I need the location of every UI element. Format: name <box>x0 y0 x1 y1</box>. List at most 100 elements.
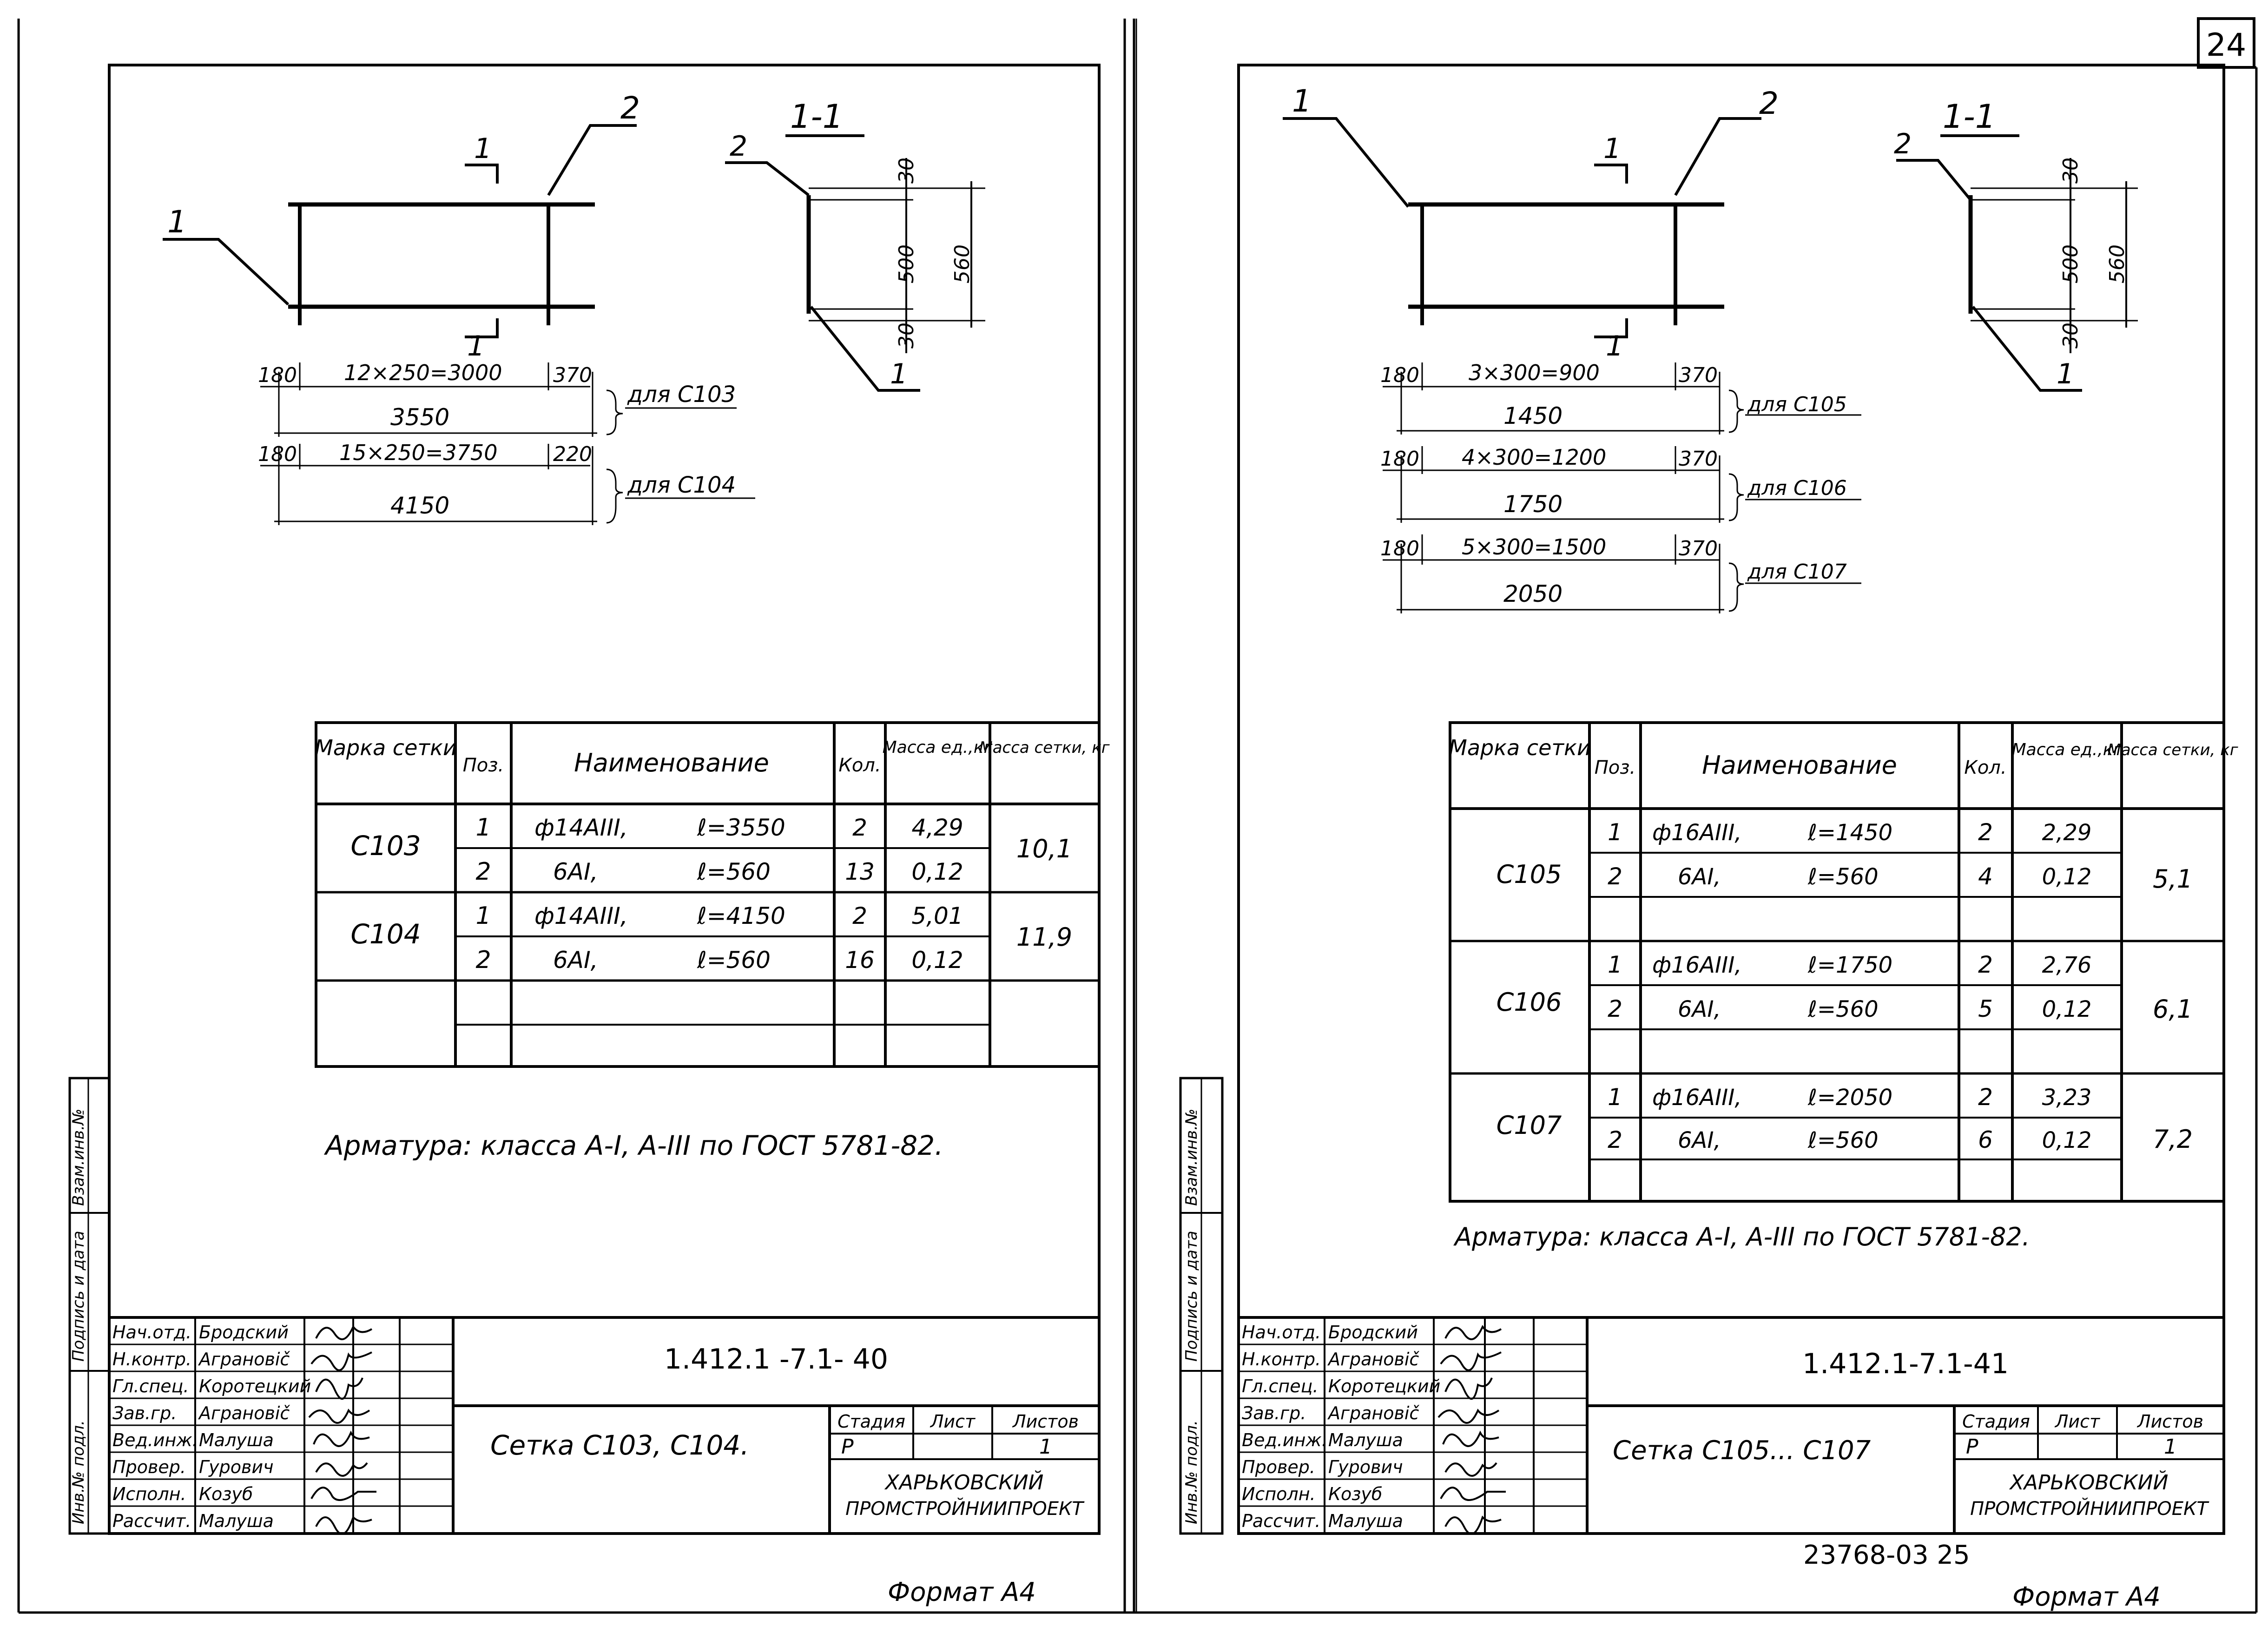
section-mark-bottom: 1 <box>467 330 485 362</box>
signature-row: Нач.отд.Бродский <box>112 1322 289 1343</box>
svg-text:6АI,: 6АI, <box>1678 1127 1721 1153</box>
svg-text:1: 1 <box>1608 819 1622 846</box>
svg-text:Бродский: Бродский <box>199 1322 289 1343</box>
signature-row: Н.контр. Аграновič <box>112 1349 290 1369</box>
signature-row: Рассчит.Малуша <box>1242 1511 1403 1531</box>
svg-text:1750: 1750 <box>1503 491 1563 518</box>
dimension-chains: 180 3×300=900 370 1450 для С105 180 4×30… <box>1380 360 1861 613</box>
side-stamp: Инв.№ подл. Подпись и дата Взам.инв.№ <box>1179 1077 1224 1535</box>
svg-text:6АI,: 6АI, <box>1678 864 1721 890</box>
svg-text:370: 370 <box>1679 537 1718 560</box>
svg-text:Малуша: Малуша <box>1328 1511 1403 1531</box>
signature-row: Провер.Гурович <box>112 1457 274 1477</box>
dim-row: 180 4×300=1200 370 1750 для С106 <box>1380 445 1861 523</box>
svg-text:5,01: 5,01 <box>911 902 963 929</box>
th-unit-mass: Масса ед.,кг <box>2012 740 2123 759</box>
table-row: 1 ф16АIII, ℓ=2050 2 3,23 <box>1608 1084 2091 1111</box>
svg-text:0,12: 0,12 <box>911 947 963 974</box>
svg-text:1: 1 <box>475 902 491 930</box>
sheet-left: Инв.№ подл. Подпись и дата Взам.инв.№ 2 … <box>17 19 1135 1614</box>
mass-c104: 11,9 <box>1016 922 1072 952</box>
svg-text:Аграновič: Аграновič <box>198 1403 290 1423</box>
svg-text:Н.контр.: Н.контр. <box>112 1349 191 1369</box>
section-mark-top: 1 <box>1603 132 1621 165</box>
mass-c103: 10,1 <box>1016 834 1072 863</box>
th-unit-mass: Масса ед.,кг <box>883 738 993 757</box>
svg-text:15×250=3750: 15×250=3750 <box>339 440 498 465</box>
svg-text:Гл.спец.: Гл.спец. <box>112 1376 189 1396</box>
svg-text:0,12: 0,12 <box>2042 864 2092 890</box>
svg-text:180: 180 <box>258 442 297 466</box>
stage-label: Стадия <box>837 1411 905 1432</box>
table-row: 2 6АI, ℓ=560 4 0,12 <box>1608 863 2091 890</box>
svg-text:Зав.гр.: Зав.гр. <box>112 1403 177 1423</box>
sec-dim-mid: 500 <box>895 244 918 283</box>
svg-text:Вед.инж.: Вед.инж. <box>112 1430 198 1450</box>
stage-label: Стадия <box>1962 1411 2030 1432</box>
svg-text:ф16АIII,: ф16АIII, <box>1652 820 1742 846</box>
svg-text:6АI,: 6АI, <box>1678 996 1721 1022</box>
svg-text:ℓ=3550: ℓ=3550 <box>697 814 785 841</box>
svg-text:Аграновič: Аграновič <box>198 1349 290 1369</box>
svg-text:180: 180 <box>1380 537 1419 560</box>
mass-c107: 7,2 <box>2153 1125 2193 1154</box>
svg-text:2: 2 <box>1978 951 1993 978</box>
svg-text:Коротецкий: Коротецкий <box>199 1376 311 1396</box>
svg-text:ℓ=560: ℓ=560 <box>1807 996 1879 1022</box>
svg-text:1: 1 <box>1608 1084 1622 1111</box>
svg-text:Исполн.: Исполн. <box>1242 1484 1316 1504</box>
svg-text:Бродский: Бродский <box>1328 1322 1418 1343</box>
svg-text:5: 5 <box>1978 995 1993 1022</box>
signature-row: Гл.спец.Коротецкий <box>1242 1376 1440 1396</box>
svg-text:370: 370 <box>553 363 592 387</box>
svg-text:2,76: 2,76 <box>2042 952 2092 978</box>
svg-text:Аграновič: Аграновič <box>1327 1403 1419 1423</box>
dim-row: 180 3×300=900 370 1450 для С105 <box>1380 360 1861 434</box>
svg-text:370: 370 <box>1679 447 1718 471</box>
svg-text:ф14АIII,: ф14АIII, <box>534 902 628 929</box>
stage-value: Р <box>841 1435 854 1459</box>
th-name: Наименование <box>574 748 769 777</box>
section-mark-top: 1 <box>474 132 492 165</box>
svg-text:для С105: для С105 <box>1747 393 1847 416</box>
format-label: Формат А4 <box>2012 1582 2161 1612</box>
sheets-value: 1 <box>1039 1435 1052 1459</box>
archive-number: 23768-03 25 <box>1803 1540 1970 1570</box>
svg-text:3550: 3550 <box>390 404 449 431</box>
th-mark: Марка сетки <box>1449 735 1591 760</box>
svg-text:ℓ=2050: ℓ=2050 <box>1807 1085 1892 1111</box>
table-row: 2 6АI, ℓ=560 13 0,12 <box>475 858 963 886</box>
sheet-label: Лист <box>930 1411 976 1432</box>
svg-text:ℓ=1450: ℓ=1450 <box>1807 820 1892 846</box>
svg-text:Гл.спец.: Гл.спец. <box>1242 1376 1319 1396</box>
svg-text:для С107: для С107 <box>1747 560 1847 584</box>
sec-dim-bot: 30 <box>895 323 918 349</box>
svg-text:4,29: 4,29 <box>911 814 963 841</box>
side-stamp-inv: Инв.№ подл. <box>1182 1420 1201 1524</box>
signature-row: Рассчит.Малуша <box>112 1511 274 1531</box>
sheets-label: Листов <box>1012 1411 1079 1432</box>
callout-2: 2 <box>1759 86 1779 121</box>
org-line-2: ПРОМСТРОЙНИИПРОЕКТ <box>845 1497 1085 1520</box>
title-block: Нач.отд.Бродский Н.контр. Аграновič Гл.сп… <box>108 1316 1101 1535</box>
svg-text:для С104: для С104 <box>627 472 736 498</box>
dimension-chains: 180 12×250=3000 370 3550 для С103 180 15… <box>258 360 755 525</box>
svg-text:2: 2 <box>475 946 491 974</box>
svg-text:220: 220 <box>553 442 592 466</box>
sec-dim-total: 560 <box>2105 244 2129 283</box>
svg-text:ф14АIII,: ф14АIII, <box>534 814 628 841</box>
mesh-plan: 2 1 1 1 <box>163 90 640 362</box>
table-row: 2 6АI, ℓ=560 16 0,12 <box>475 946 963 974</box>
mark-c106: С106 <box>1497 987 1562 1017</box>
svg-text:ф16АIII,: ф16АIII, <box>1652 1085 1742 1111</box>
sec-dim-top: 30 <box>2059 158 2083 184</box>
svg-text:ф16АIII,: ф16АIII, <box>1652 952 1742 978</box>
svg-text:2,29: 2,29 <box>2042 820 2092 846</box>
callout-1: 1 <box>1292 83 1312 119</box>
svg-text:ℓ=560: ℓ=560 <box>697 947 771 974</box>
sec-callout-1: 1 <box>2057 358 2074 390</box>
th-pos: Поз. <box>1595 757 1636 778</box>
svg-text:12×250=3000: 12×250=3000 <box>344 360 502 385</box>
svg-text:ℓ=560: ℓ=560 <box>1807 864 1879 890</box>
